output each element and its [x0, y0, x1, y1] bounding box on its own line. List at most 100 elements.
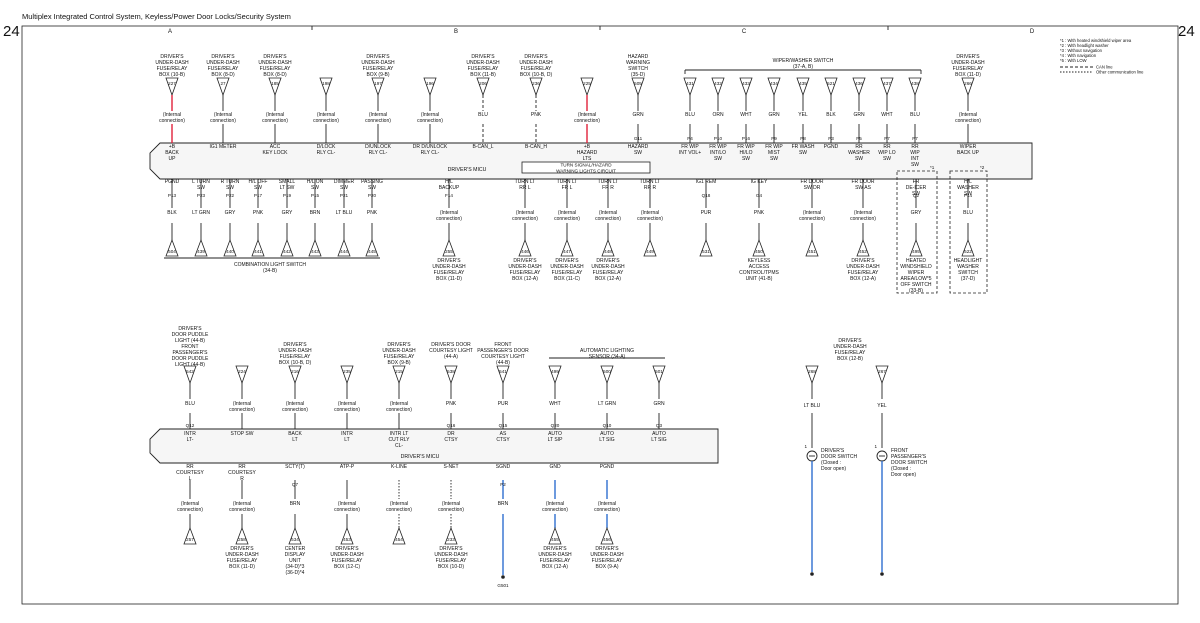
- terminal-label-line: SW: [883, 156, 891, 162]
- connector: 437: [880, 77, 894, 97]
- connector-shape: [580, 77, 594, 97]
- destination-label-line: WASHER: [957, 264, 979, 270]
- legend-note: *4 : With navigation: [1060, 53, 1097, 58]
- connector-number: 450: [755, 249, 763, 254]
- destination-label-line: BOX (11-C): [554, 276, 580, 282]
- wire-color-label-line: BRN: [290, 501, 301, 507]
- wire-color-label-line: connection): [850, 216, 876, 222]
- destination-label-line: UNDER-DASH: [538, 552, 572, 558]
- terminal-label-line: INT/LO: [710, 150, 726, 156]
- legend-note: *3 : Without navigation: [1060, 48, 1103, 53]
- wire-color-label: YEL: [798, 112, 808, 118]
- destination-label-line: UNDER-DASH: [508, 264, 542, 270]
- wire-color-label-line: (Internal: [959, 112, 977, 118]
- connector-shape: [223, 238, 237, 257]
- source-label-line: (44-B): [496, 360, 510, 366]
- connector-number: 257: [186, 537, 194, 542]
- wire-color-label-line: PNK: [531, 112, 542, 118]
- terminal-label-line: +B: [169, 144, 176, 150]
- terminal-label-line: STOP SW: [231, 431, 254, 437]
- terminal-label-line: R: [240, 476, 244, 482]
- wiper-switch-label-line: WIPER/WASHER SWITCH: [773, 58, 834, 64]
- destination-label-line: UNDER-DASH: [591, 264, 625, 270]
- terminal-label-line: SW: [634, 150, 642, 156]
- wire-color-label: LT GRN: [598, 401, 616, 407]
- pin-label: P4: [687, 136, 693, 141]
- connector: 449: [643, 238, 657, 257]
- wire-color-label: PUR: [498, 401, 509, 407]
- connector-number: 27: [220, 81, 226, 86]
- fuse-source-label-line: FUSE/RELAY: [208, 66, 239, 72]
- connector: 454: [392, 526, 406, 545]
- connector-number: 197: [374, 81, 382, 86]
- destination-label-line: DRIVER'S: [437, 258, 461, 264]
- wire-color-label-line: GRN: [853, 112, 865, 118]
- terminal-label: B-CAN_H: [525, 144, 547, 150]
- connector-shape: [268, 77, 282, 97]
- micu-1-box-outline: [149, 142, 1033, 180]
- pin-label: P14: [964, 193, 973, 198]
- turn-signal-label-line: WARNING LIGHTS CIRCUIT: [556, 169, 616, 174]
- terminal-label-line: PGND: [824, 144, 839, 150]
- connector: 27: [216, 77, 230, 97]
- connector: 266: [961, 77, 975, 97]
- terminal-label: B-CAN_L: [472, 144, 493, 150]
- destination-label-line: FUSE/RELAY: [436, 558, 467, 564]
- connector-shape: [251, 238, 265, 257]
- destination-label-line: BOX (12-A): [595, 276, 621, 282]
- connector-shape: [423, 77, 437, 97]
- destination-label-line: HEATED: [906, 258, 926, 264]
- pin-label: P23: [197, 193, 206, 198]
- wire-color-label: BLK: [167, 210, 177, 216]
- connector-shape: [165, 238, 179, 257]
- connector-shape: [183, 365, 197, 385]
- connector: 267: [875, 365, 889, 385]
- ground-point: [880, 572, 884, 576]
- pin-label: F14: [445, 193, 453, 198]
- terminal-label-line: RLY CL-: [317, 150, 336, 156]
- connector-number: 453: [343, 537, 351, 542]
- terminal-label-line: FR WIP: [709, 144, 727, 150]
- micu-1-label: DRIVER'S MICU: [448, 167, 487, 173]
- terminal-label-line: INT: [911, 156, 919, 162]
- destination-label-line: DRIVER'S: [335, 546, 359, 552]
- wire-color-label-line: (Internal: [599, 210, 617, 216]
- destination-label-line: UNDER-DASH: [434, 552, 468, 558]
- terminal-label-line: RR: [855, 144, 863, 150]
- connector-number: 233: [447, 537, 455, 542]
- destination-label-line: UNDER-DASH: [330, 552, 364, 558]
- wire-color-label: BLU: [185, 401, 195, 407]
- wire-color-label-line: connection): [313, 118, 339, 124]
- terminal-label-line: D/LOCK: [317, 144, 336, 150]
- connector-number: 505: [634, 81, 642, 86]
- connector: 440: [223, 238, 237, 257]
- connector: 499: [548, 365, 562, 385]
- connector-shape: [280, 238, 294, 257]
- pin-label: 1: [874, 444, 877, 449]
- fuse-source-label-line: UNDER-DASH: [206, 60, 240, 66]
- destination-label-line: DRIVER'S: [513, 258, 537, 264]
- terminal-label-line: MIST: [768, 150, 780, 156]
- pin-label: Q12: [186, 423, 195, 428]
- terminal-label-line: LT SIP: [548, 437, 563, 443]
- connector-number: 542: [186, 369, 194, 374]
- terminal-label-line: COURTESY: [176, 470, 204, 476]
- terminal-label-line: RR: [911, 144, 919, 150]
- connector: 542: [183, 365, 197, 385]
- destination-label-line: DRIVER'S: [595, 546, 619, 552]
- source-label-line: DOOR PUDDLE: [172, 356, 209, 362]
- connector: 447: [560, 238, 574, 257]
